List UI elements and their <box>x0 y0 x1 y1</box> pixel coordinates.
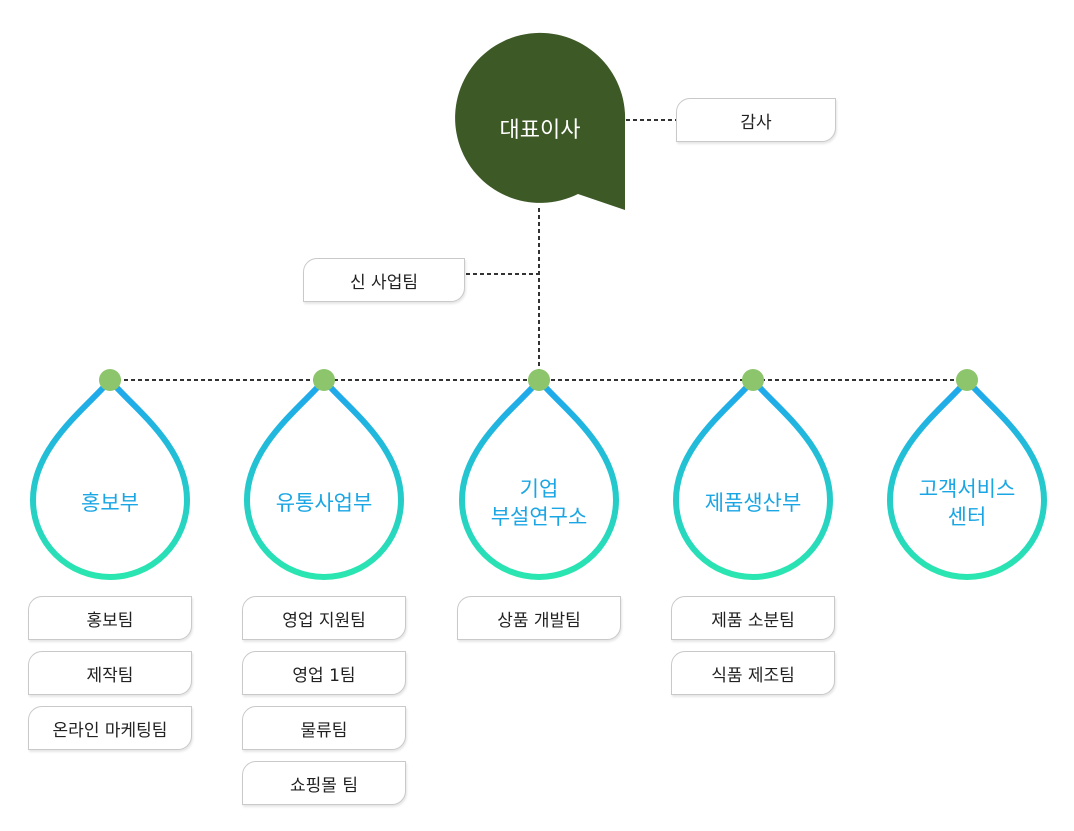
dept-3-drop-outline <box>459 377 619 580</box>
dept-2-drop-outline <box>244 377 404 580</box>
dept-1-team-box: 홍보팀 <box>28 596 192 640</box>
dept-5-label-line: 고객서비스 <box>918 477 1016 501</box>
dept-3-team-box: 상품 개발팀 <box>457 596 621 640</box>
dept-5-drop-outline <box>887 377 1047 580</box>
dept-1-node-dot <box>99 369 121 391</box>
dept-2-team-box: 영업 지원팀 <box>242 596 406 640</box>
ceo-label: 대표이사 <box>499 118 581 143</box>
dept-5-label-line: 센터 <box>947 505 987 529</box>
dept-1-label-line: 홍보부 <box>81 491 139 515</box>
new-business-team-box: 신 사업팀 <box>303 258 465 302</box>
dept-1-team-box: 제작팀 <box>28 651 192 695</box>
dept-2-label: 유통사업부 <box>244 468 404 538</box>
department-drops <box>30 369 1047 580</box>
dept-3-node-dot <box>528 369 550 391</box>
audit-box: 감사 <box>676 98 836 142</box>
dept-3-label-line: 부설연구소 <box>490 505 588 529</box>
dept-4-node-dot <box>742 369 764 391</box>
dept-1-drop-outline <box>30 377 190 580</box>
dept-3-label-line: 기업 <box>519 477 559 501</box>
dept-2-team-box: 쇼핑몰 팀 <box>242 761 406 805</box>
dept-4-drop-outline <box>673 377 833 580</box>
dept-2-team-box: 영업 1팀 <box>242 651 406 695</box>
dept-4-label: 제품생산부 <box>673 468 833 538</box>
dept-4-team-box: 식품 제조팀 <box>671 651 835 695</box>
ceo-speech-bubble <box>455 32 626 210</box>
dept-4-team-box: 제품 소분팀 <box>671 596 835 640</box>
dept-2-team-box: 물류팀 <box>242 706 406 750</box>
dept-4-label-line: 제품생산부 <box>704 491 802 515</box>
dept-1-team-box: 온라인 마케팅팀 <box>28 706 192 750</box>
dept-1-label: 홍보부 <box>30 468 190 538</box>
dept-2-node-dot <box>313 369 335 391</box>
dept-2-label-line: 유통사업부 <box>275 491 373 515</box>
dept-5-node-dot <box>956 369 978 391</box>
